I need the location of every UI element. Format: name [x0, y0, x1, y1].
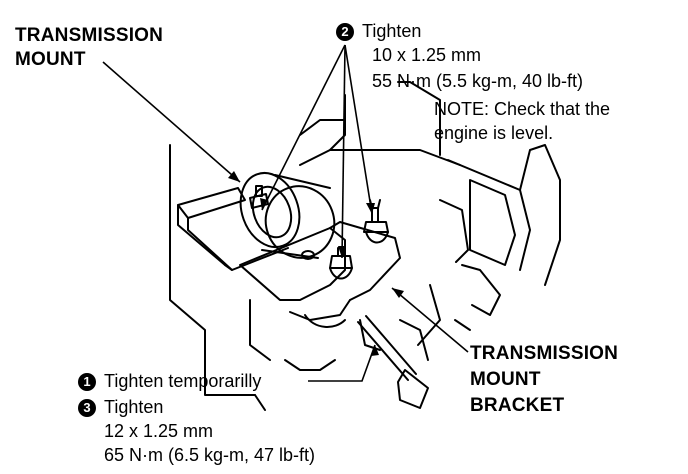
rubber-mount [239, 172, 336, 259]
arrowhead-step1 [371, 345, 379, 356]
mount-plate [177, 187, 289, 271]
transmission-mount-label-line1: TRANSMISSION [15, 25, 164, 46]
note-line2: engine is level. [434, 123, 554, 143]
arrowhead-mount [228, 171, 240, 182]
leader-step2-b [341, 44, 346, 259]
step3-size: 12 x 1.25 mm [104, 421, 214, 441]
step3-badge: 3 [78, 399, 96, 417]
step2-badge: 2 [336, 23, 354, 41]
arrowhead-step2-a [260, 198, 268, 210]
step2-size: 10 x 1.25 mm [372, 45, 482, 65]
leader-transmission-mount [102, 61, 241, 183]
step2-action: 2 Tighten [336, 22, 421, 41]
bracket-label-line1: TRANSMISSION [470, 343, 619, 364]
leader-step2-c [344, 44, 373, 215]
step3-action: 3 Tighten [78, 398, 163, 417]
step1-action: 1 Tighten temporarilly [78, 372, 261, 391]
leader-step2-a [261, 44, 346, 211]
arrowhead-step2-c [366, 203, 375, 214]
step1-action-text: Tighten temporarilly [104, 371, 262, 391]
step2-torque: 55 N·m (5.5 kg-m, 40 lb-ft) [372, 71, 584, 91]
step2-action-text: Tighten [362, 21, 422, 41]
arrowheads [228, 171, 404, 356]
leader-bracket [391, 287, 469, 353]
arrowhead-bracket [392, 288, 404, 298]
mount-bolt [249, 185, 269, 209]
step1-badge: 1 [78, 373, 96, 391]
transmission-mount-label-line2: MOUNT [15, 49, 86, 70]
bracket-label-line3: BRACKET [470, 395, 565, 416]
leader-step1 [308, 344, 376, 382]
through-bolt [357, 315, 429, 409]
bracket-label-line2: MOUNT [470, 369, 541, 390]
arrowhead-step2-b [338, 246, 346, 258]
transmission-case [359, 144, 561, 361]
upper-right-bolt [363, 199, 389, 244]
step3-action-text: Tighten [104, 397, 164, 417]
step3-torque: 65 N·m (6.5 kg-m, 47 lb-ft) [104, 445, 316, 465]
engine-housing [169, 81, 461, 411]
note-line1: NOTE: Check that the [434, 99, 611, 119]
leader-lines [102, 44, 469, 382]
bracket-arm [239, 221, 401, 328]
